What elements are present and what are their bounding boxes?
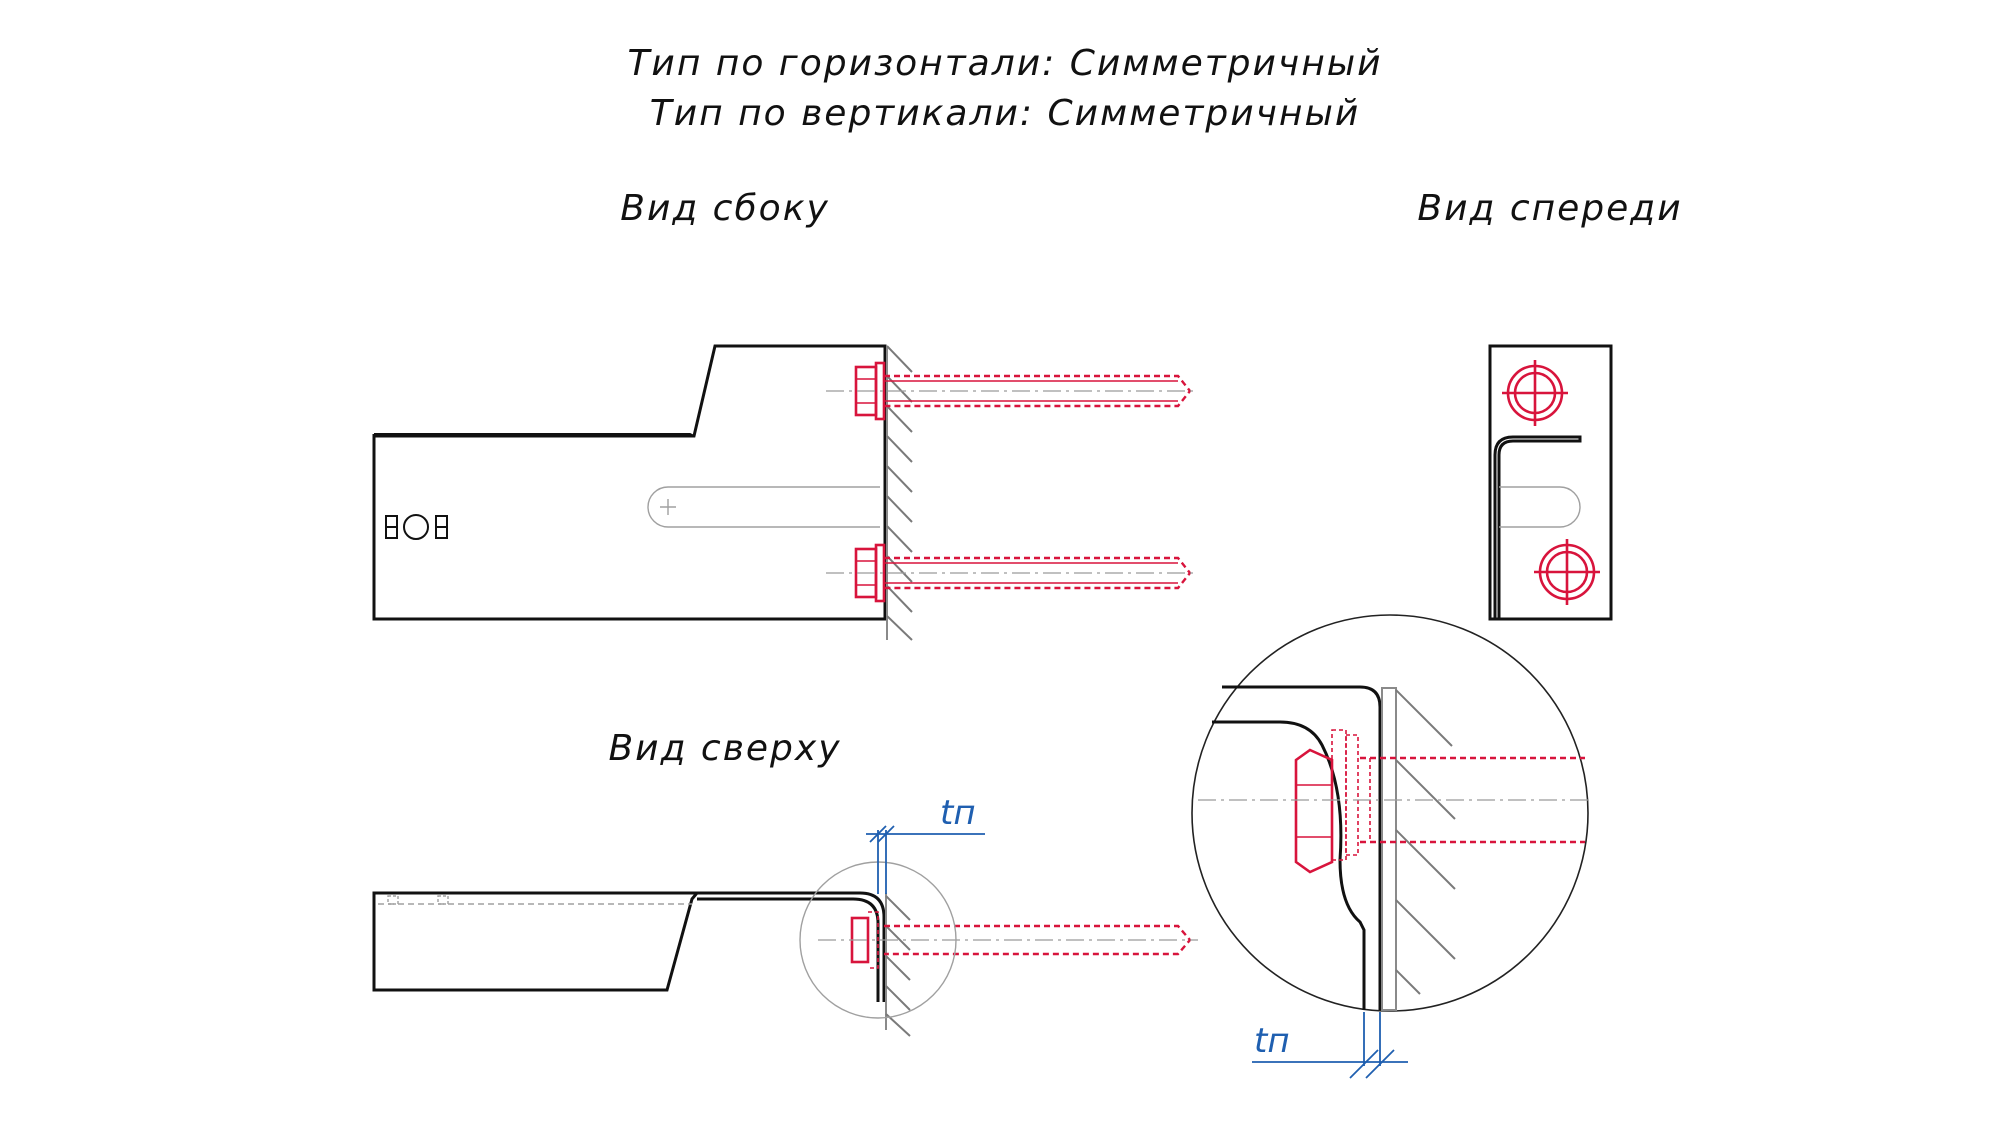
- detail-wall-plate: [1381, 687, 1397, 1011]
- detail-view: tп: [1191, 614, 1589, 1079]
- side-view: [372, 344, 1198, 641]
- detail-circle: [1191, 614, 1589, 1012]
- label-side-view: Вид сбоку: [620, 188, 830, 229]
- detail-nut: [1294, 748, 1334, 874]
- side-anchor-upper: [826, 361, 1198, 421]
- front-anchor-upper: [1502, 360, 1568, 426]
- label-front-view: Вид спереди: [1417, 188, 1682, 229]
- detail-angle-inner: [1212, 720, 1366, 1010]
- side-slot-center: [660, 499, 676, 515]
- front-view: [1488, 344, 1613, 621]
- detail-angle-outer: [1222, 685, 1382, 1010]
- top-bracket-outline: [372, 891, 701, 992]
- front-angle-profile: [1493, 435, 1582, 619]
- title-vertical-type: Тип по вертикали: Симметричный: [650, 93, 1361, 134]
- top-view: tп: [372, 793, 1198, 1037]
- detail-thickness-label: tп: [1254, 1021, 1290, 1061]
- top-anchor: [818, 911, 1198, 969]
- detail-thickness-dimension: tп: [1252, 1012, 1408, 1079]
- detail-wall-hatch: [1395, 689, 1456, 995]
- top-thickness-dimension: tп: [866, 793, 985, 894]
- side-bracket-flange: [374, 433, 695, 437]
- top-angle-leg: [692, 891, 886, 1002]
- title-horizontal-type: Тип по горизонтали: Симметричный: [627, 43, 1382, 84]
- side-slot: [647, 486, 880, 528]
- front-anchor-lower: [1534, 539, 1600, 605]
- top-thickness-label: tп: [940, 793, 976, 833]
- side-hole-symbol: [385, 514, 448, 540]
- label-top-view: Вид сверху: [608, 728, 841, 769]
- front-plate-outline: [1488, 344, 1613, 621]
- side-anchor-lower: [826, 543, 1198, 603]
- side-wall-hatch: [886, 345, 913, 641]
- side-bracket-outline: [372, 344, 887, 621]
- front-slot: [1499, 486, 1581, 528]
